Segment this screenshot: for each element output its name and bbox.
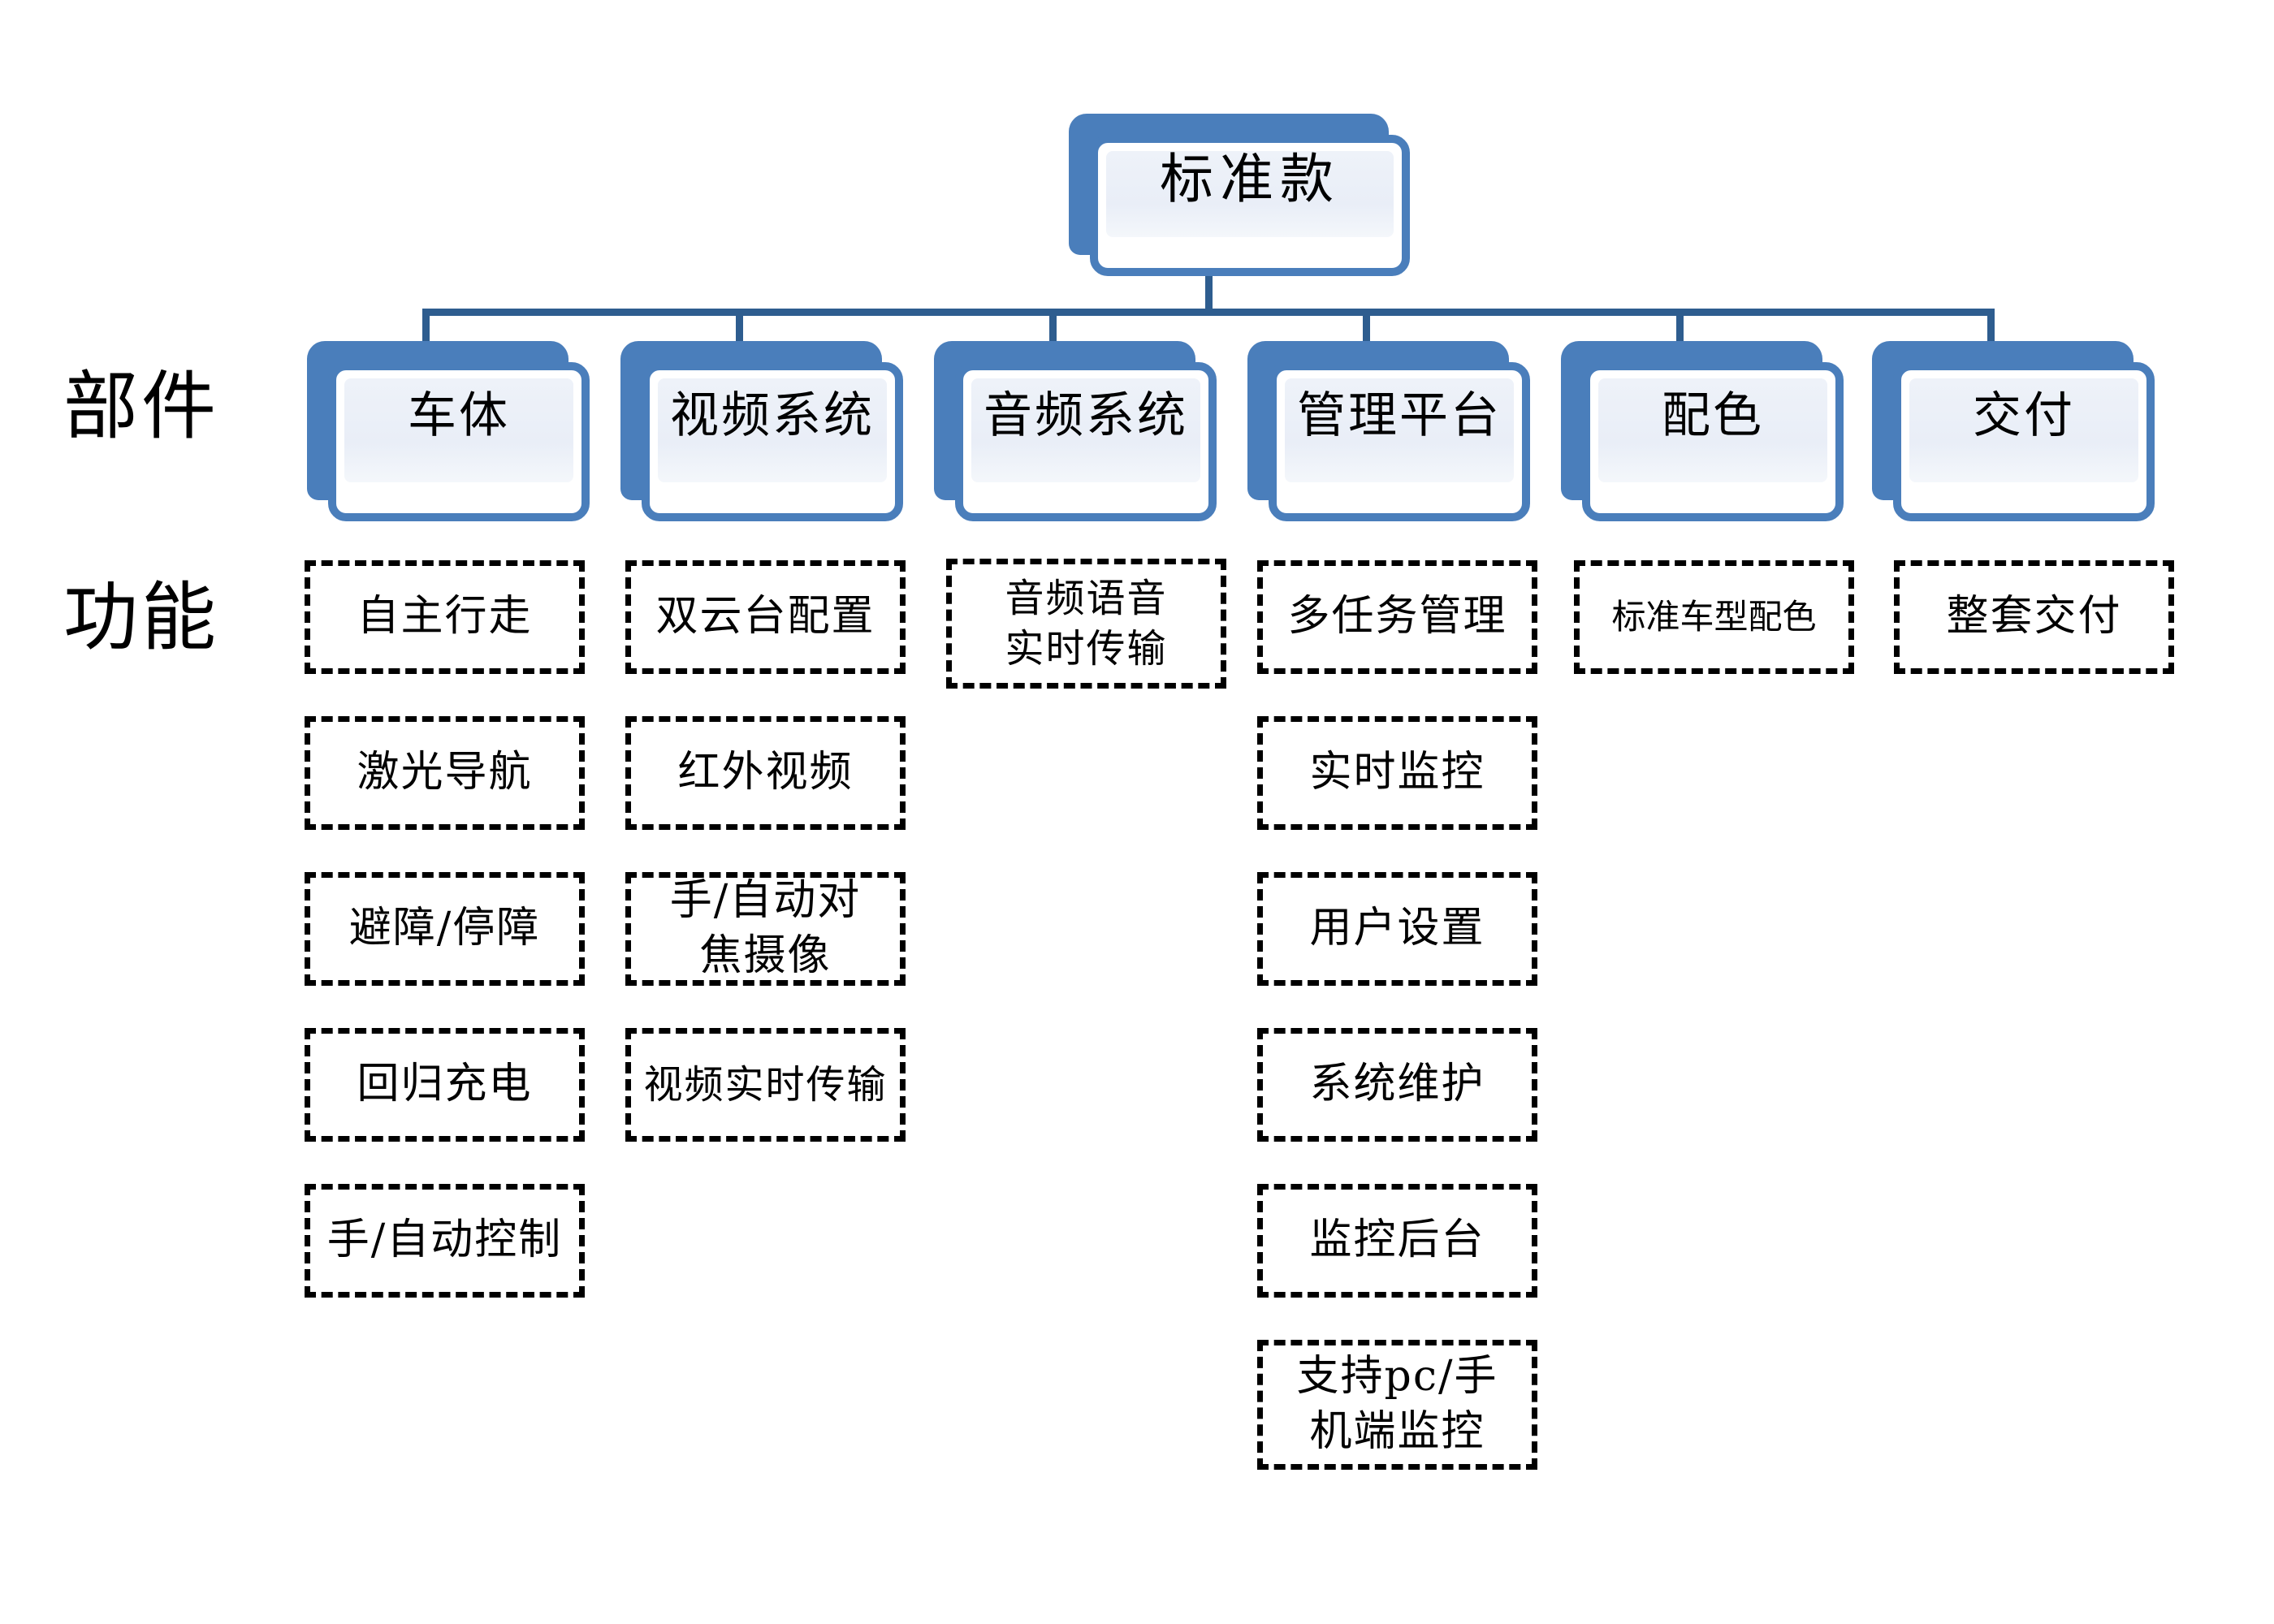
function-box[interactable]: 系统维护 — [1257, 1028, 1537, 1142]
function-label: 双云台配置 — [655, 592, 875, 641]
node-inner-fill — [1106, 151, 1394, 237]
node-front-card — [328, 362, 590, 521]
function-box[interactable]: 红外视频 — [625, 716, 906, 830]
node-inner-fill — [1909, 378, 2138, 482]
function-box[interactable]: 多任务管理 — [1257, 560, 1537, 674]
connector-drop-3 — [1049, 309, 1057, 356]
function-label: 回归充电 — [357, 1060, 533, 1109]
connector-drop-4 — [1363, 309, 1370, 356]
node-component-label: 配色 — [1662, 387, 1764, 444]
row-label-functions: 功能 — [63, 574, 220, 661]
node-front-card — [1893, 362, 2155, 521]
connector-root-stem — [1205, 276, 1213, 315]
node-front-card — [955, 362, 1217, 521]
connector-horizontal-bus — [422, 309, 1995, 316]
connector-drop-5 — [1676, 309, 1684, 356]
node-component-label: 车体 — [408, 387, 510, 444]
function-box[interactable]: 整套交付 — [1894, 560, 2174, 674]
node-component-label: 交付 — [1973, 387, 2075, 444]
function-label: 支持pc/手机端监控 — [1296, 1352, 1498, 1456]
function-label: 实时监控 — [1309, 748, 1485, 797]
function-box[interactable]: 支持pc/手机端监控 — [1257, 1340, 1537, 1470]
node-component-color-scheme[interactable]: 配色 — [1561, 341, 1844, 521]
node-component-label: 管理平台 — [1297, 387, 1502, 444]
function-label: 视频实时传输 — [643, 1061, 888, 1108]
node-front-card — [642, 362, 903, 521]
function-box[interactable]: 双云台配置 — [625, 560, 906, 674]
function-box[interactable]: 自主行走 — [305, 560, 585, 674]
node-component-label: 音频系统 — [984, 387, 1188, 444]
function-label: 避障/停障 — [348, 904, 541, 953]
function-label: 用户设置 — [1309, 904, 1485, 953]
function-label: 自主行走 — [357, 592, 533, 641]
node-inner-fill — [1598, 378, 1827, 482]
function-box[interactable]: 视频实时传输 — [625, 1028, 906, 1142]
function-box[interactable]: 手/自动对焦摄像 — [625, 872, 906, 986]
function-label: 手/自动控制 — [326, 1216, 563, 1265]
node-inner-fill — [971, 378, 1200, 482]
node-component-vehicle-body[interactable]: 车体 — [307, 341, 590, 521]
function-box[interactable]: 用户设置 — [1257, 872, 1537, 986]
function-box[interactable]: 回归充电 — [305, 1028, 585, 1142]
node-component-label: 视频系统 — [670, 387, 875, 444]
node-component-delivery[interactable]: 交付 — [1872, 341, 2155, 521]
function-box[interactable]: 标准车型配色 — [1574, 560, 1854, 674]
node-front-card — [1269, 362, 1530, 521]
function-label: 激光导航 — [357, 748, 533, 797]
node-root-standard-model[interactable]: 标准款 — [1069, 114, 1410, 276]
function-box[interactable]: 音频语音实时传输 — [946, 559, 1226, 689]
node-inner-fill — [1285, 378, 1514, 482]
node-component-management-platform[interactable]: 管理平台 — [1247, 341, 1530, 521]
function-label: 手/自动对焦摄像 — [669, 876, 862, 980]
function-label: 标准车型配色 — [1611, 597, 1817, 637]
node-component-audio-system[interactable]: 音频系统 — [934, 341, 1217, 521]
function-box[interactable]: 避障/停障 — [305, 872, 585, 986]
node-root-label: 标准款 — [1160, 148, 1340, 210]
node-front-card — [1582, 362, 1844, 521]
function-label: 监控后台 — [1309, 1216, 1485, 1265]
function-label: 系统维护 — [1309, 1060, 1485, 1109]
node-component-video-system[interactable]: 视频系统 — [620, 341, 903, 521]
connector-drop-1 — [422, 309, 430, 356]
function-box[interactable]: 激光导航 — [305, 716, 585, 830]
function-box[interactable]: 手/自动控制 — [305, 1184, 585, 1298]
function-box[interactable]: 监控后台 — [1257, 1184, 1537, 1298]
node-front-card — [1090, 135, 1410, 276]
function-box[interactable]: 实时监控 — [1257, 716, 1537, 830]
node-inner-fill — [344, 378, 573, 482]
function-label: 音频语音实时传输 — [1005, 575, 1168, 672]
connector-drop-6 — [1987, 309, 1995, 356]
function-label: 整套交付 — [1946, 592, 2122, 641]
connector-drop-2 — [736, 309, 743, 356]
function-label: 红外视频 — [677, 748, 854, 797]
function-label: 多任务管理 — [1287, 592, 1507, 641]
node-inner-fill — [658, 378, 887, 482]
row-label-components: 部件 — [63, 363, 220, 450]
